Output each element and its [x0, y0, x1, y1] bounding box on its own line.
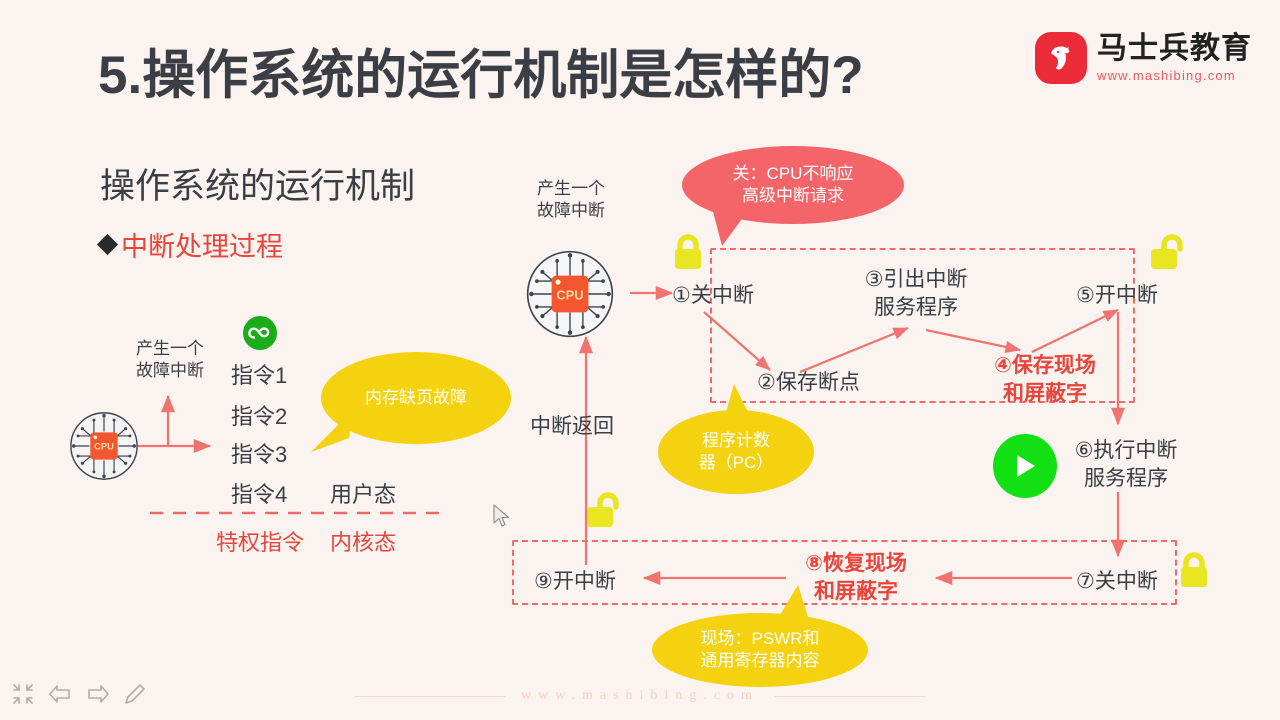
callout-program-counter: 程序计数 器（PC） [658, 384, 814, 494]
wechat-miniprogram-icon [243, 316, 277, 350]
interrupt-return-label: 中断返回 [530, 415, 614, 438]
bullet-label: 中断处理过程 [121, 232, 283, 262]
middle-fault-interrupt-caption: 产生一个 故障中断 [537, 179, 605, 221]
svg-text:CPU: CPU [556, 288, 583, 303]
page-title: 5.操作系统的运行机制是怎样的? [98, 46, 864, 105]
logo-brand-name: 马士兵教育 [1097, 32, 1252, 65]
callout-cpu-no-response-tail [710, 200, 750, 246]
lock-closed-step7-icon [1176, 550, 1212, 597]
callout-context-registers: 现场：PSWR和 通用寄存器内容 [652, 585, 868, 687]
instruction-2: 指令2 [231, 404, 288, 429]
kernel-phase-box-bottom [512, 540, 1177, 605]
next-slide-icon[interactable] [86, 684, 110, 709]
flow-step-1: ①关中断 [672, 284, 754, 307]
footer-watermark-text: www.mashibing.com [521, 688, 759, 703]
cpu-chip-icon-left: CPU [68, 410, 140, 487]
lock-open-step9-icon [584, 490, 624, 537]
pen-annotate-icon[interactable] [124, 683, 146, 710]
horse-icon [1051, 46, 1070, 70]
diamond-bullet-icon [96, 233, 119, 256]
callout-cpu-no-response: 关：CPU不响应 高级中断请求 [682, 146, 904, 246]
privileged-instruction-label: 特权指令 [216, 530, 305, 555]
slide-toolbar[interactable] [12, 683, 146, 710]
flow-step-3: ③引出中断 服务程序 [864, 268, 968, 319]
callout-program-counter-tail [722, 384, 748, 426]
footer-rule-right [774, 695, 925, 697]
svg-text:CPU: CPU [94, 442, 114, 452]
footer-watermark: www.mashibing.com [0, 688, 1280, 704]
brand-logo: 马士兵教育 www.mashibing.com [1035, 32, 1252, 84]
section-subtitle: 操作系统的运行机制 [100, 167, 416, 206]
flow-step-8: ⑧恢复现场 和屏蔽字 [805, 552, 907, 603]
mouse-cursor [493, 504, 511, 533]
instruction-1: 指令1 [231, 363, 288, 388]
logo-url: www.mashibing.com [1097, 68, 1236, 83]
cpu-chip-icon-middle: CPU [524, 248, 616, 345]
lock-open-step5-icon [1148, 232, 1188, 279]
flow-step-5: ⑤开中断 [1076, 284, 1158, 307]
play-button-icon [993, 434, 1057, 498]
callout-page-fault-text: 内存缺页故障 [365, 387, 467, 407]
callout-context-registers-tail [774, 585, 808, 625]
flow-step-2: ②保存断点 [757, 371, 860, 394]
previous-slide-icon[interactable] [48, 684, 72, 709]
flow-step-7: ⑦关中断 [1076, 570, 1158, 593]
callout-context-registers-text: 现场：PSWR和 通用寄存器内容 [700, 628, 820, 670]
flow-step-9: ⑨开中断 [534, 570, 616, 593]
bullet-interrupt-process: 中断处理过程 [96, 225, 283, 264]
footer-rule-left [355, 695, 506, 697]
user-mode-label: 用户态 [330, 482, 397, 507]
flow-step-4: ④保存现场 和屏蔽字 [994, 354, 1096, 405]
exit-fullscreen-icon[interactable] [12, 683, 34, 710]
callout-page-fault: 内存缺页故障 [311, 352, 511, 452]
callout-page-fault-tail [311, 410, 353, 452]
instruction-4: 指令4 [231, 482, 288, 507]
lock-closed-step1-icon [670, 232, 706, 279]
logo-mark-icon [1035, 32, 1087, 84]
instruction-3: 指令3 [231, 442, 288, 467]
kernel-mode-label: 内核态 [330, 530, 397, 555]
left-fault-interrupt-caption: 产生一个 故障中断 [136, 339, 204, 381]
callout-cpu-no-response-text: 关：CPU不响应 高级中断请求 [732, 163, 854, 205]
callout-program-counter-text: 程序计数 器（PC） [698, 430, 774, 472]
kernel-phase-box-top [710, 248, 1135, 403]
flow-step-6: ⑥执行中断 服务程序 [1074, 439, 1178, 490]
